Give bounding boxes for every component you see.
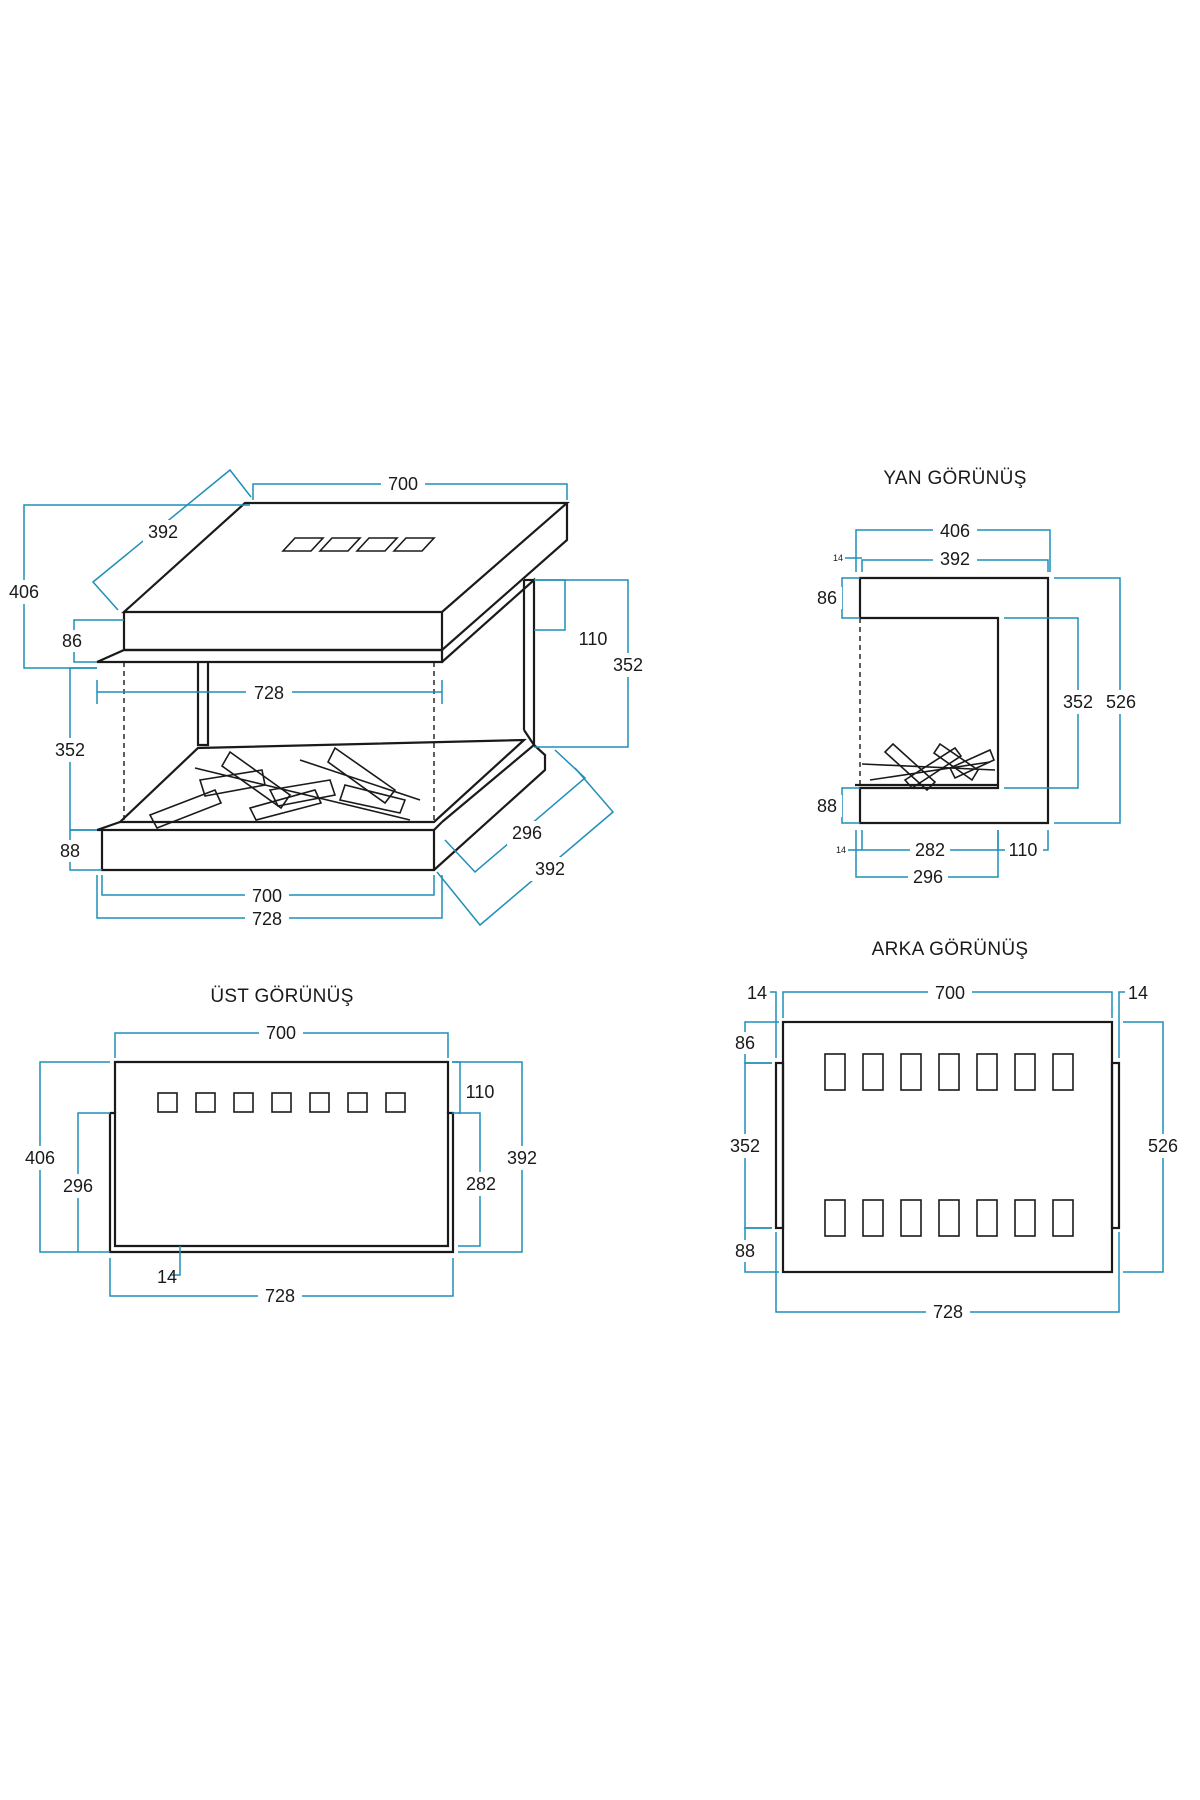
back-dim-88: 88 xyxy=(735,1241,755,1261)
top-view: ÜST GÖRÜNÜŞ xyxy=(108,986,455,1254)
iso-back-post xyxy=(196,662,210,747)
side-dim-88: 88 xyxy=(817,796,837,816)
side-dim-296: 296 xyxy=(913,867,943,887)
side-dim-352: 352 xyxy=(1063,692,1093,712)
side-dim-110: 110 xyxy=(1009,840,1038,860)
back-right-rail xyxy=(1110,1061,1121,1230)
iso-base-edge xyxy=(96,820,121,832)
side-dim-392: 392 xyxy=(940,549,970,569)
iso-dim-728-inner: 728 xyxy=(254,683,284,703)
back-dim-728: 728 xyxy=(933,1302,963,1322)
side-dim-282: 282 xyxy=(915,840,945,860)
iso-right-panel xyxy=(441,577,536,823)
top-dim-14: 14 xyxy=(157,1267,177,1287)
iso-vent-slot xyxy=(281,537,325,552)
back-dim-526: 526 xyxy=(1148,1136,1178,1156)
iso-base-edge xyxy=(433,821,443,831)
side-outline xyxy=(858,576,1050,825)
iso-hearth-floor xyxy=(117,738,527,824)
iso-vent-slot xyxy=(318,537,362,552)
back-panel xyxy=(781,1020,1114,1274)
iso-base-front xyxy=(97,828,436,872)
iso-dim-728-bottom: 728 xyxy=(252,909,282,929)
iso-top-right-side xyxy=(441,503,569,651)
iso-dim-86: 86 xyxy=(62,631,82,651)
iso-dim-352-left: 352 xyxy=(55,740,85,760)
side-dim-14-bottom: 14 xyxy=(836,845,846,855)
top-dim-282: 282 xyxy=(466,1174,496,1194)
back-view: ARKA GÖRÜNÜŞ xyxy=(774,939,1121,1274)
back-view-title: ARKA GÖRÜNÜŞ xyxy=(872,939,1029,960)
isometric-view xyxy=(96,501,570,872)
top-view-title: ÜST GÖRÜNÜŞ xyxy=(210,986,353,1007)
iso-top-front xyxy=(122,612,444,652)
back-vent-slots-top xyxy=(824,1053,1074,1091)
back-dim-14-right: 14 xyxy=(1128,983,1148,1003)
top-dim-110: 110 xyxy=(466,1082,495,1102)
top-dimensions: 700 406 296 110 282 392 14 728 xyxy=(20,1022,542,1307)
iso-dim-352-right: 352 xyxy=(613,655,643,675)
top-dim-392: 392 xyxy=(507,1148,537,1168)
side-view-title: YAN GÖRÜNÜŞ xyxy=(883,468,1026,489)
iso-dim-700-top: 700 xyxy=(388,474,418,494)
back-left-rail xyxy=(774,1061,785,1230)
back-dim-700: 700 xyxy=(935,983,965,1003)
iso-dim-406: 406 xyxy=(9,582,39,602)
back-dim-86: 86 xyxy=(735,1033,755,1053)
side-dimensions: 406 392 14 86 352 526 88 14 282 110 xyxy=(812,520,1142,888)
side-dim-14-top: 14 xyxy=(833,553,843,563)
iso-right-panel-edge xyxy=(523,729,535,746)
iso-base-right xyxy=(433,744,547,871)
side-dim-526: 526 xyxy=(1106,692,1136,712)
iso-dim-392-diag: 392 xyxy=(148,522,178,542)
top-base-outline xyxy=(108,1111,455,1254)
iso-dim-110: 110 xyxy=(579,629,608,649)
iso-logs xyxy=(148,746,421,830)
iso-dim-700-bottom: 700 xyxy=(252,886,282,906)
side-dim-86: 86 xyxy=(817,588,837,608)
top-dim-728: 728 xyxy=(265,1286,295,1306)
back-dimensions: 700 14 14 86 352 88 526 728 xyxy=(724,982,1187,1323)
back-dim-14-left: 14 xyxy=(747,983,767,1003)
iso-vent-slot xyxy=(355,537,399,552)
side-dim-406: 406 xyxy=(940,521,970,541)
iso-vent-slot xyxy=(392,537,436,552)
top-dim-296: 296 xyxy=(63,1176,93,1196)
back-dim-352: 352 xyxy=(730,1136,760,1156)
iso-dim-392-lower: 392 xyxy=(535,859,565,879)
top-outline xyxy=(113,1060,450,1113)
top-dim-406: 406 xyxy=(25,1148,55,1168)
top-vent-squares xyxy=(157,1092,406,1113)
iso-under-plate xyxy=(96,648,444,664)
iso-dim-296: 296 xyxy=(512,823,542,843)
iso-dim-88: 88 xyxy=(60,841,80,861)
side-logs xyxy=(861,742,996,792)
iso-top-face xyxy=(121,501,570,614)
back-vent-slots-bottom xyxy=(824,1199,1074,1237)
top-dim-700: 700 xyxy=(266,1023,296,1043)
iso-dimensions: 700 392 406 86 728 110 352 352 88 xyxy=(4,468,648,929)
